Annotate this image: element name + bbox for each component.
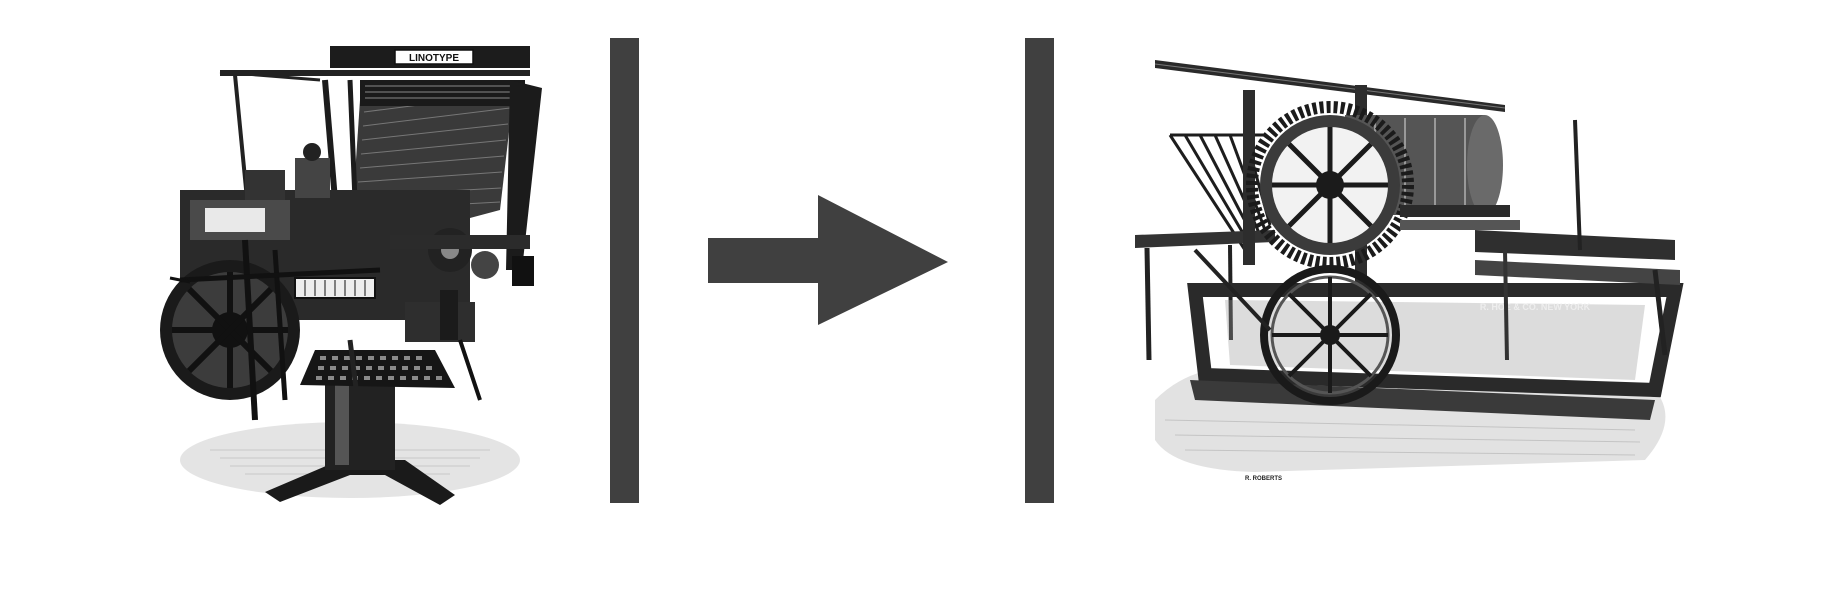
right-arrow-icon [708, 195, 948, 330]
linotype-machine-illustration: LINOTYPE [150, 40, 550, 510]
press-maker-label: R. HOE & CO. NEW YORK [1480, 302, 1591, 312]
linotype-plate-label: LINOTYPE [409, 53, 459, 64]
right-arrow-shape [708, 195, 948, 325]
printing-press-illustration: R. HOE & CO. NEW YORK R. ROBERTS [1135, 60, 1685, 490]
right-divider-bar [1025, 38, 1054, 503]
left-divider-bar [610, 38, 639, 503]
engraver-signature: R. ROBERTS [1245, 476, 1282, 482]
printing-press-drawing: R. HOE & CO. NEW YORK R. ROBERTS [1135, 60, 1684, 482]
linotype-machine-drawing: LINOTYPE [160, 46, 542, 505]
